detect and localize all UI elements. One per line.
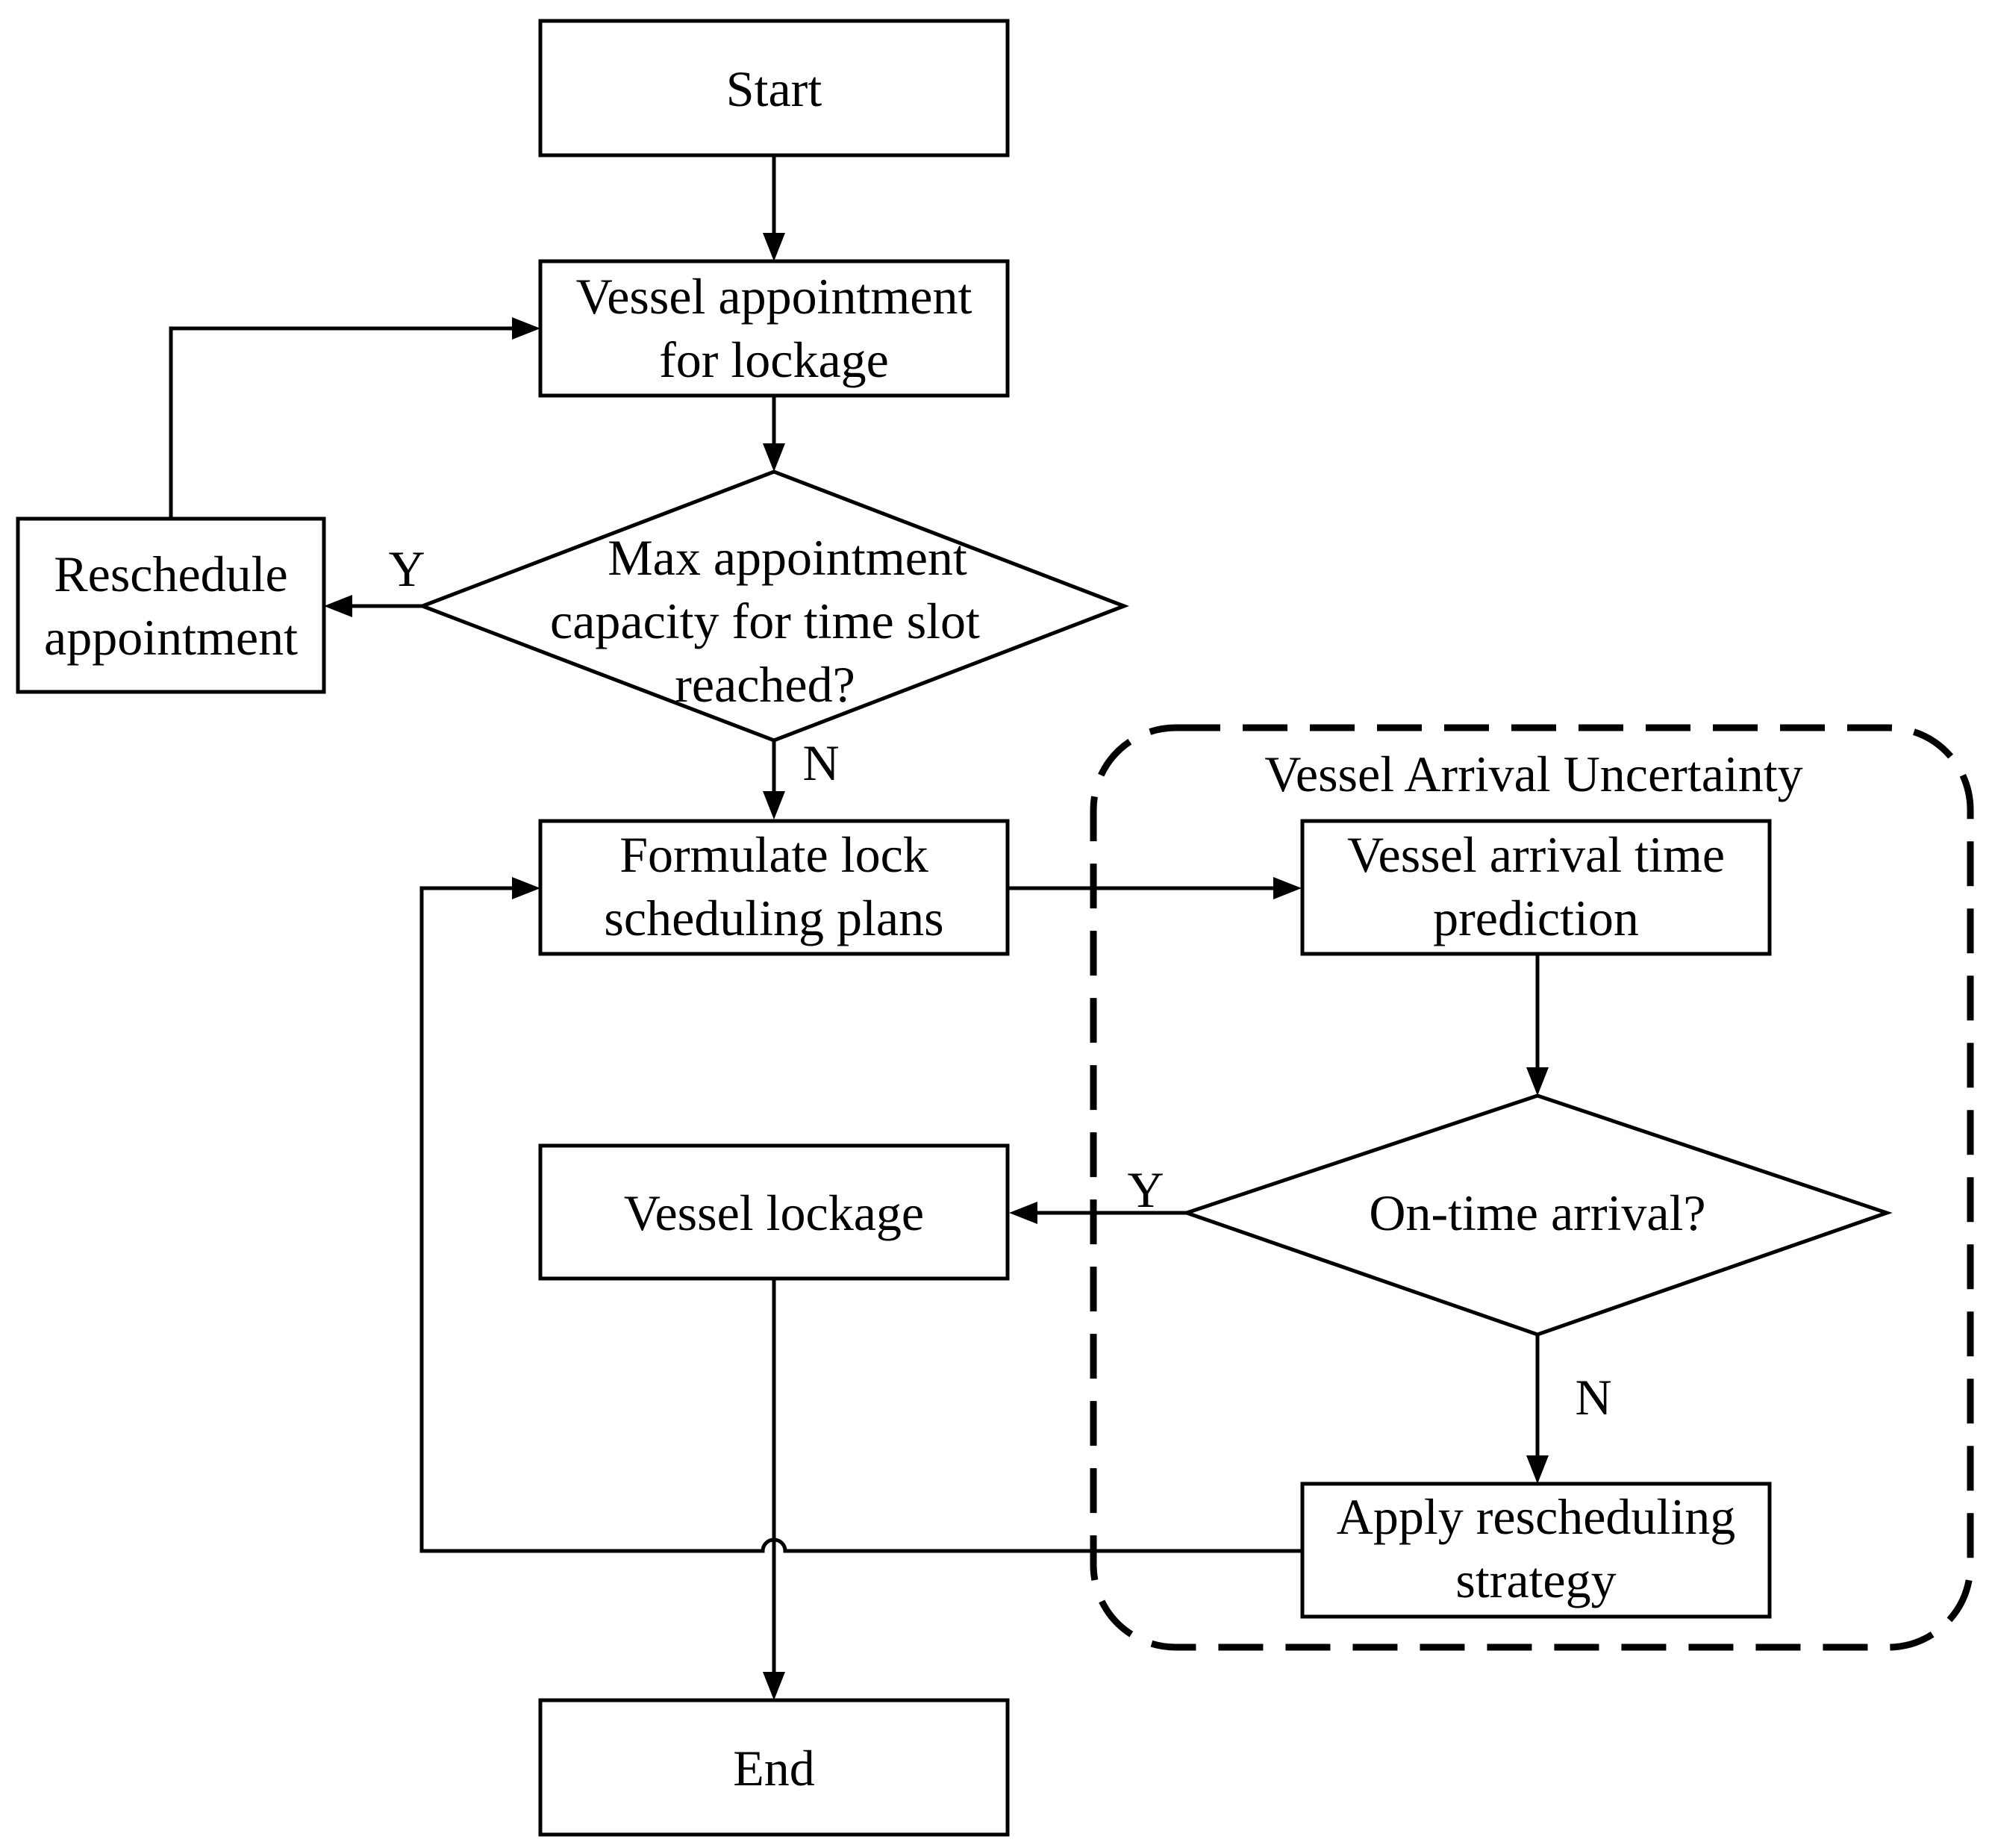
- arrowhead: [1009, 1202, 1037, 1224]
- node-vessel-appointment: Vessel appointment for lockage: [538, 259, 1010, 398]
- node-apply-rescheduling: Apply rescheduling strategy: [1300, 1482, 1772, 1619]
- node-start-label: Start: [726, 60, 822, 117]
- decision-capacity-line3: reached?: [675, 656, 855, 713]
- arrowhead: [1273, 877, 1302, 899]
- edge-label-capacity-no: N: [802, 734, 839, 791]
- node-formulate-line1: Formulate lock: [619, 826, 928, 883]
- arrowhead: [763, 1672, 785, 1700]
- node-reschedule-appointment: Reschedule appointment: [16, 516, 326, 694]
- node-apply-line1: Apply rescheduling: [1337, 1488, 1735, 1545]
- decision-capacity-line2: capacity for time slot: [550, 593, 980, 649]
- group-title: Vessel Arrival Uncertainty: [1264, 746, 1802, 802]
- node-formulate-plans: Formulate lock scheduling plans: [538, 819, 1010, 956]
- arrowhead: [512, 317, 540, 340]
- arrowhead: [512, 877, 540, 899]
- arrowhead: [763, 791, 785, 820]
- arrowhead: [1526, 1067, 1549, 1096]
- arrowhead: [1526, 1455, 1549, 1484]
- node-apply-line2: strategy: [1455, 1552, 1616, 1608]
- node-vessel-appointment-line2: for lockage: [659, 331, 889, 388]
- edge-reschedule-to-appointment: [169, 326, 530, 519]
- node-end-label: End: [733, 1740, 815, 1797]
- edge-label-capacity-yes: Y: [388, 540, 425, 597]
- edge-apply-to-formulate: [419, 886, 1302, 1553]
- decision-capacity-check: Max appointment capacity for time slot r…: [416, 469, 1129, 743]
- node-prediction-line1: Vessel arrival time: [1347, 826, 1725, 883]
- decision-capacity-line1: Max appointment: [608, 529, 967, 586]
- node-start: Start: [538, 19, 1010, 157]
- node-end: End: [538, 1698, 1010, 1837]
- node-reschedule-line1: Reschedule: [54, 546, 287, 602]
- arrowhead: [763, 443, 785, 472]
- node-reschedule-line2: appointment: [44, 609, 298, 666]
- node-formulate-line2: scheduling plans: [604, 890, 943, 946]
- node-vessel-appointment-line1: Vessel appointment: [576, 268, 972, 325]
- arrowhead: [324, 595, 352, 617]
- node-vessel-lockage: Vessel lockage: [538, 1143, 1010, 1281]
- decision-ontime-arrival: On-time arrival?: [1181, 1093, 1893, 1337]
- vessel-arrival-uncertainty-group: [1090, 724, 1974, 1651]
- decision-ontime-label: On-time arrival?: [1369, 1184, 1705, 1241]
- node-prediction-line2: prediction: [1433, 890, 1639, 946]
- node-arrival-prediction: Vessel arrival time prediction: [1300, 819, 1772, 956]
- edge-label-ontime-no: N: [1575, 1369, 1611, 1426]
- node-lockage-label: Vessel lockage: [624, 1184, 924, 1241]
- arrowhead: [763, 233, 785, 261]
- edge-label-ontime-yes: Y: [1127, 1161, 1164, 1218]
